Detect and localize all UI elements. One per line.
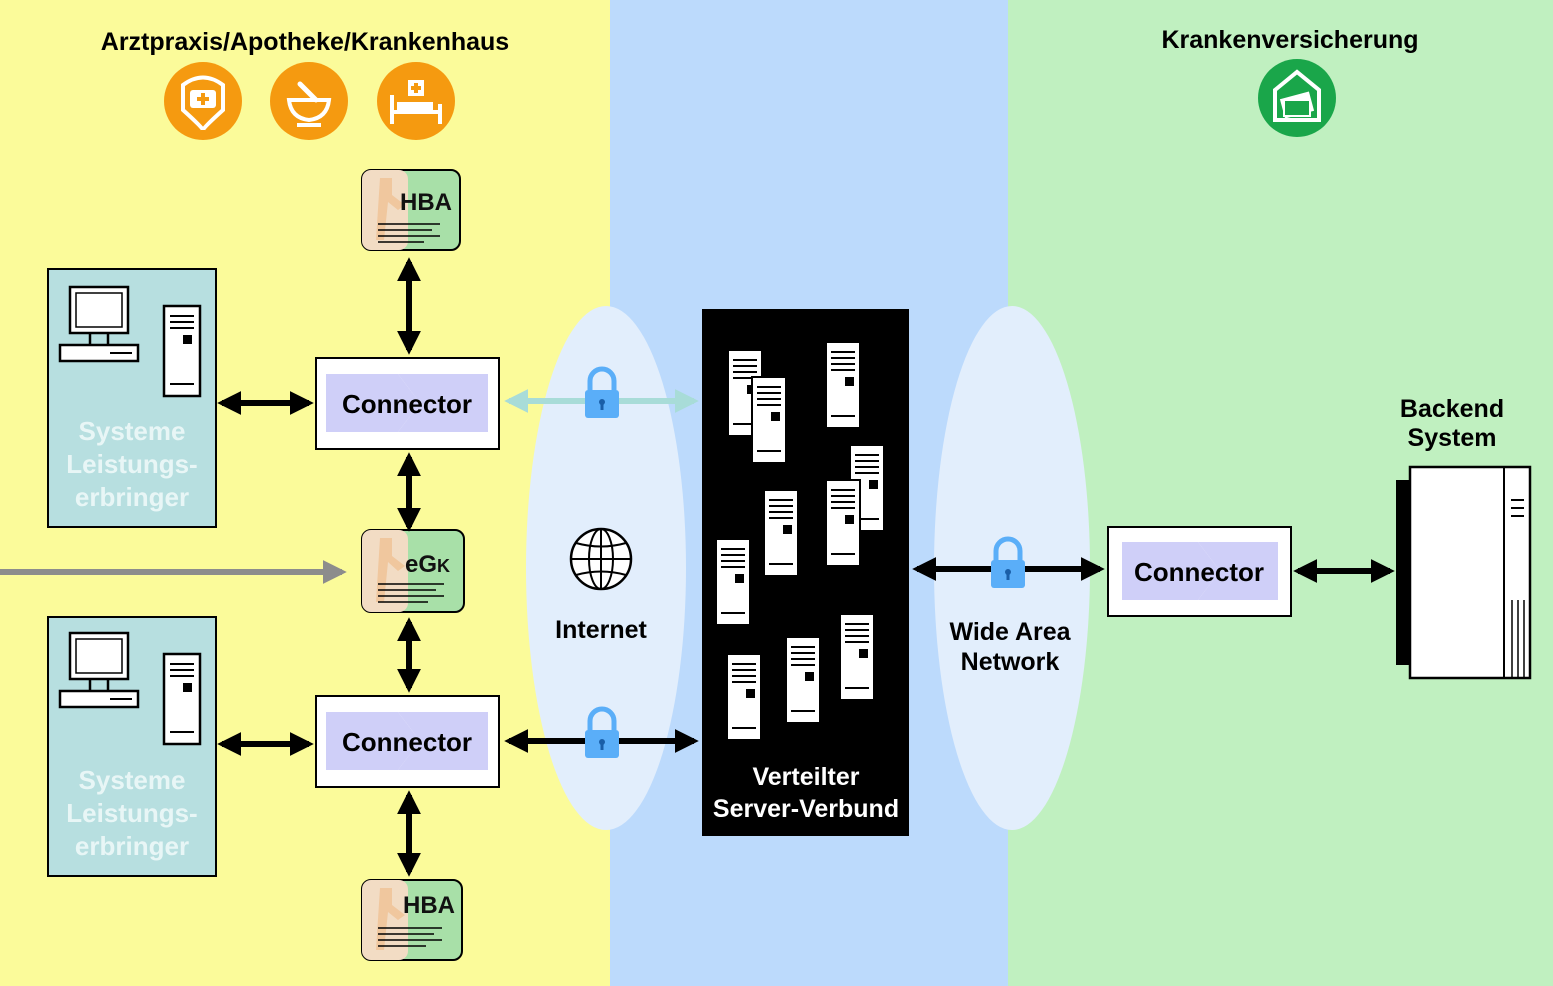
workstation-icon bbox=[58, 631, 140, 709]
hba-card-top: HBA bbox=[361, 169, 461, 251]
server-cluster: Verteilter Server-Verbund bbox=[702, 309, 909, 836]
connector-label: Connector bbox=[342, 727, 472, 757]
provider-zone-title: Arztpraxis/Apotheke/Krankenhaus bbox=[101, 28, 509, 56]
systems-label-line1: Systeme bbox=[79, 765, 186, 795]
workstation-icon bbox=[58, 285, 140, 363]
server-unit-icon bbox=[726, 653, 762, 741]
server-cluster-label-line1: Verteilter bbox=[752, 763, 859, 791]
systems-label-line3: erbringer bbox=[75, 482, 189, 512]
hospital-bed-icon bbox=[377, 62, 455, 140]
server-unit-icon bbox=[763, 489, 799, 577]
server-unit-icon bbox=[785, 636, 821, 724]
server-unit-icon bbox=[715, 538, 751, 626]
insurance-folder-icon bbox=[1258, 59, 1336, 137]
connector-label: Connector bbox=[342, 389, 472, 419]
connector-right: Connector bbox=[1107, 526, 1292, 617]
wan-label-line2: Network bbox=[961, 648, 1060, 676]
server-unit-icon bbox=[751, 376, 787, 464]
tower-server-icon bbox=[162, 652, 202, 746]
globe-icon bbox=[569, 527, 633, 591]
wan-label-line1: Wide Area bbox=[949, 618, 1071, 646]
server-unit-icon bbox=[825, 341, 861, 429]
server-unit-icon bbox=[825, 479, 861, 567]
systems-label-line1: Systeme bbox=[79, 416, 186, 446]
insurance-zone-title: Krankenversicherung bbox=[1161, 26, 1418, 54]
hba-card-bottom: HBA bbox=[361, 879, 463, 961]
connector-top: Connector bbox=[315, 357, 500, 450]
systems-label-line3: erbringer bbox=[75, 831, 189, 861]
medical-bag-icon bbox=[164, 62, 242, 140]
backend-label-line1: Backend bbox=[1400, 395, 1504, 423]
egk-card-label: eGK bbox=[405, 551, 450, 578]
internet-label: Internet bbox=[555, 616, 647, 644]
server-cluster-label-line2: Server-Verbund bbox=[713, 795, 899, 823]
egk-card: eGK bbox=[361, 529, 465, 613]
server-unit-icon bbox=[839, 613, 875, 701]
provider-systems-bottom: Systeme Leistungs- erbringer bbox=[47, 616, 217, 877]
tower-server-icon bbox=[162, 304, 202, 398]
systems-label-line2: Leistungs- bbox=[66, 798, 197, 828]
hba-card-label: HBA bbox=[403, 892, 455, 919]
hba-card-label: HBA bbox=[400, 189, 452, 216]
provider-systems-top: Systeme Leistungs- erbringer bbox=[47, 268, 217, 528]
mortar-pestle-icon bbox=[270, 62, 348, 140]
backend-label-line2: System bbox=[1408, 424, 1497, 452]
connector-bottom: Connector bbox=[315, 695, 500, 788]
systems-label-line2: Leistungs- bbox=[66, 449, 197, 479]
connector-label: Connector bbox=[1134, 557, 1264, 587]
backend-system: Backend System bbox=[1396, 395, 1532, 680]
